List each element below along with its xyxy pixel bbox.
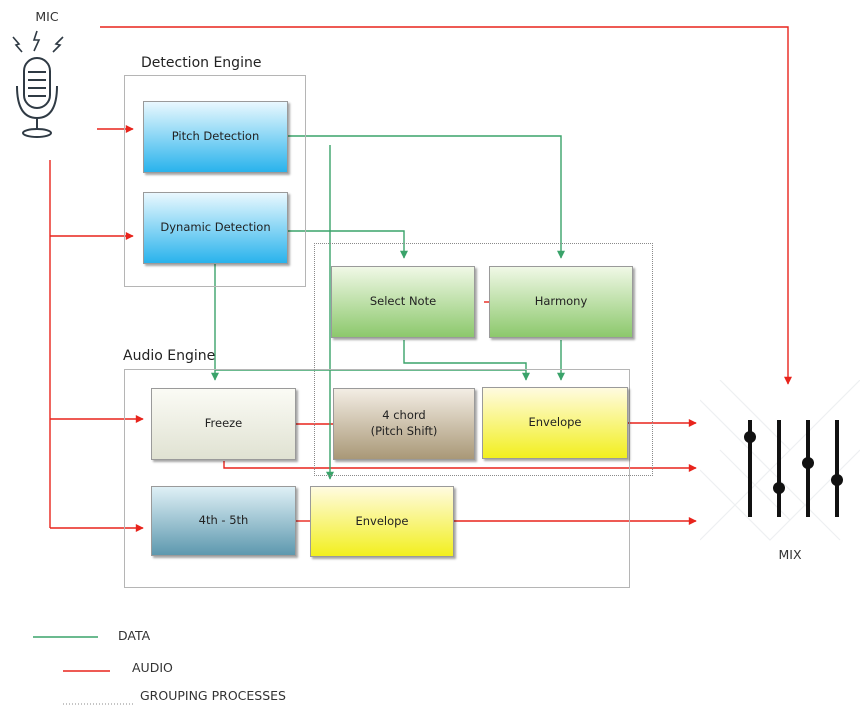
audio-line-freeze-to-mix: [223, 461, 697, 472]
select-note-node: Select Note: [331, 266, 475, 338]
audio-engine-title: Audio Engine: [123, 348, 216, 364]
sound-wave-icon: [12, 30, 64, 53]
audio-lines: [49, 26, 792, 532]
fourth-fifth-node: 4th - 5th: [151, 486, 296, 556]
grouping-process-region: [314, 243, 653, 476]
mix-label: MIX: [778, 547, 802, 562]
envelope-bottom-node: Envelope: [310, 486, 454, 557]
microphone-icon: [12, 30, 64, 138]
envelope-top-node: Envelope: [482, 387, 628, 459]
mixer-icon: [700, 380, 860, 541]
legend-audio-label: AUDIO: [132, 660, 173, 675]
legend-grouping-label: GROUPING PROCESSES: [140, 688, 286, 703]
data-line-dynamic-to-select-note: [288, 230, 408, 259]
four-chord-pitch-shift-node: 4 chord (Pitch Shift): [333, 388, 475, 460]
detection-engine-title: Detection Engine: [141, 55, 262, 71]
harmony-node: Harmony: [489, 266, 633, 338]
dynamic-detection-node: Dynamic Detection: [143, 192, 288, 264]
pitch-detection-node: Pitch Detection: [143, 101, 288, 173]
legend-data-label: DATA: [118, 628, 151, 643]
audio-engine-group: [124, 369, 630, 588]
detection-engine-group: [124, 75, 306, 287]
freeze-node: Freeze: [151, 388, 296, 460]
data-line-pitch-to-harmony: [288, 135, 565, 259]
data-line-select-note-to-envelope: [403, 340, 530, 381]
data-lines: [211, 135, 565, 480]
mic-label: MIC: [35, 9, 59, 24]
audio-line-mic-to-mix: [100, 26, 792, 385]
